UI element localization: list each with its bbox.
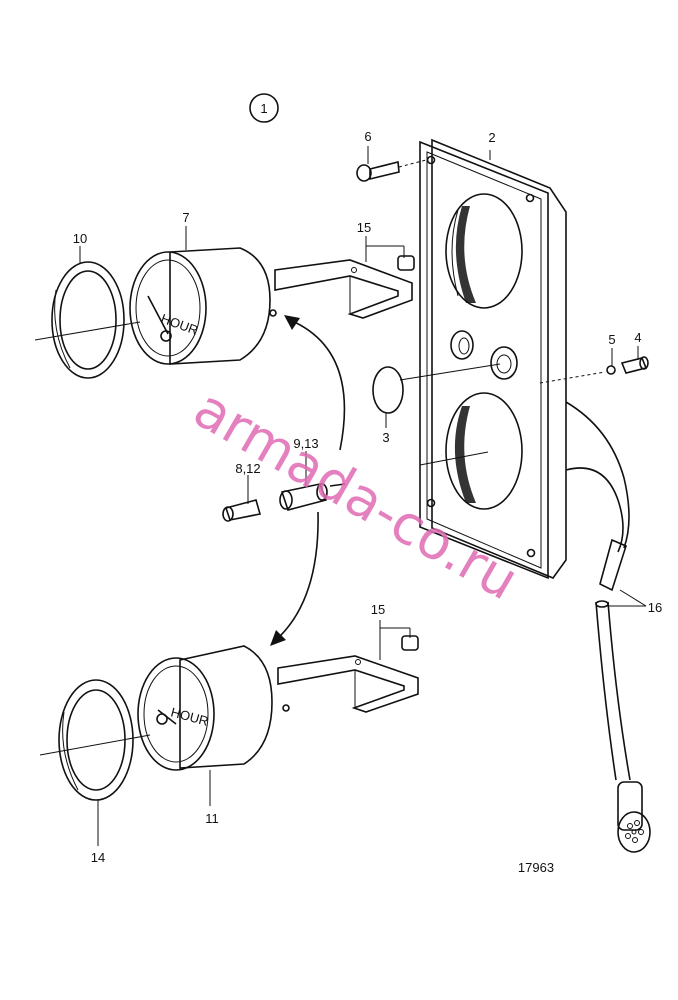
callout-14: 14 bbox=[91, 850, 105, 865]
callout-15-lower: 15 bbox=[371, 602, 385, 617]
svg-text:HOUR: HOUR bbox=[159, 311, 200, 338]
lower-bezel bbox=[58, 679, 134, 801]
callout-11: 11 bbox=[205, 811, 219, 826]
callout-2: 2 bbox=[488, 130, 495, 145]
watermark: armada-co.ru bbox=[184, 377, 529, 613]
svg-text:HOUR: HOUR bbox=[169, 704, 210, 728]
callout-16: 16 bbox=[648, 600, 662, 615]
assembly-arrows bbox=[270, 315, 346, 646]
leader-lines bbox=[79, 146, 647, 846]
callout-4: 4 bbox=[634, 330, 641, 345]
callout-3: 3 bbox=[382, 430, 389, 445]
lower-gauge: HOUR bbox=[39, 645, 290, 771]
view-number: 1 bbox=[260, 101, 267, 116]
callout-8-12: 8,12 bbox=[235, 461, 260, 476]
callout-10: 10 bbox=[73, 231, 87, 246]
panel-screw-right bbox=[539, 356, 649, 384]
gasket bbox=[372, 366, 404, 414]
callout-5: 5 bbox=[608, 332, 615, 347]
view-number-badge: 1 bbox=[249, 93, 279, 123]
callout-6: 6 bbox=[364, 129, 371, 144]
upper-bezel bbox=[51, 261, 125, 379]
callout-9-13: 9,13 bbox=[293, 436, 318, 451]
drawing-number: 17963 bbox=[518, 860, 554, 875]
bulb-and-holder bbox=[222, 483, 346, 522]
panel-screw-upper bbox=[356, 159, 427, 182]
instrument-panel bbox=[399, 138, 567, 580]
upper-gauge: HOUR bbox=[34, 247, 277, 365]
lower-bracket bbox=[277, 635, 419, 713]
callout-7: 7 bbox=[182, 210, 189, 225]
callout-15-upper: 15 bbox=[357, 220, 371, 235]
cable-harness bbox=[565, 401, 651, 853]
upper-bracket bbox=[274, 255, 415, 319]
